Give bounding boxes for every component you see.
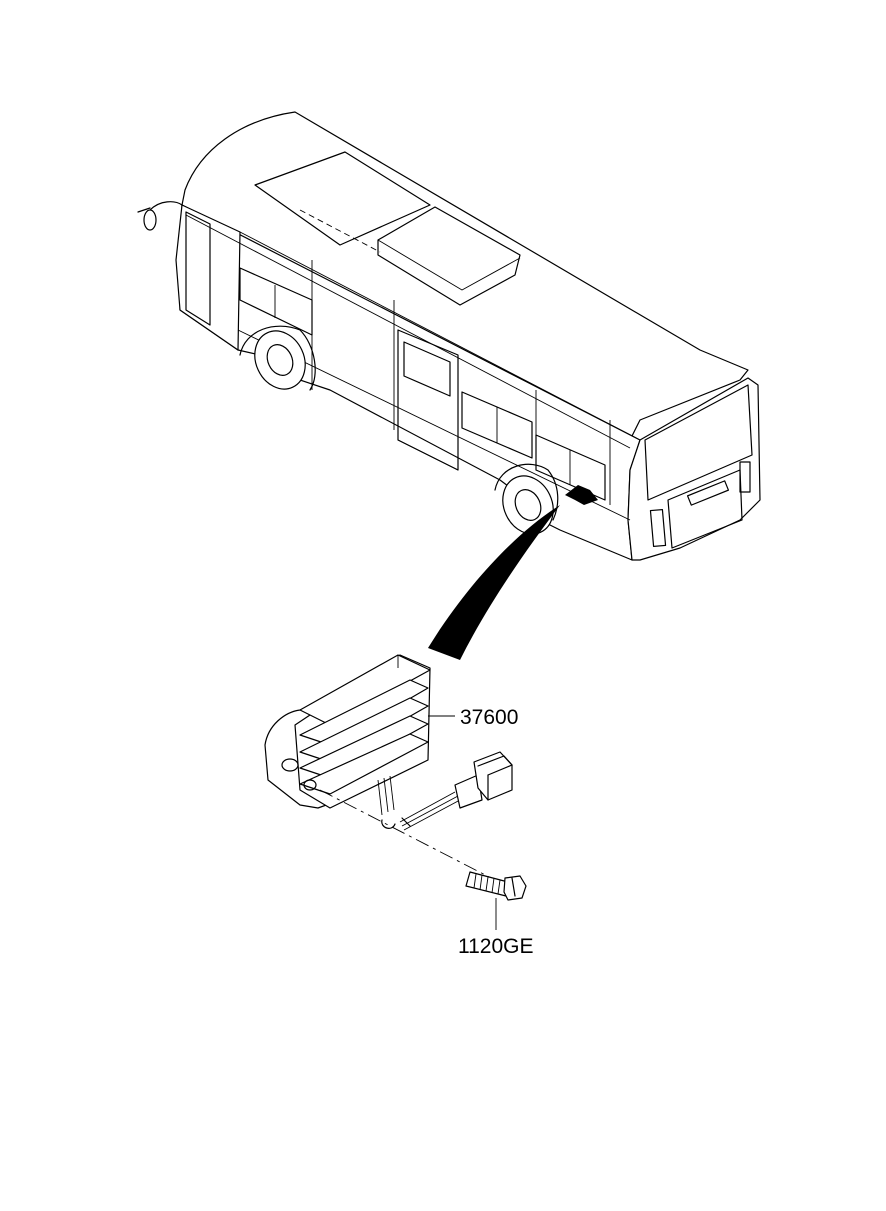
part-37600-regulator: [264, 654, 513, 831]
callout-37600: 37600: [460, 706, 519, 729]
location-pointer-arrow: [428, 505, 560, 660]
callout-1120ge: 1120GE: [458, 935, 534, 958]
assembly-line: [319, 789, 496, 881]
part-1120ge-bolt: [465, 871, 527, 930]
bus-illustration: [137, 111, 761, 561]
